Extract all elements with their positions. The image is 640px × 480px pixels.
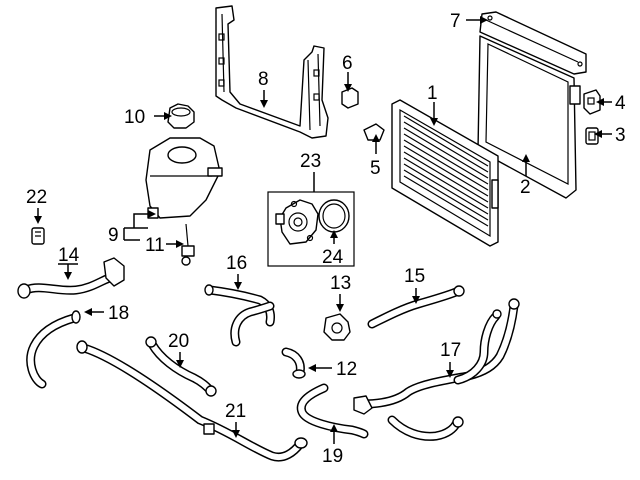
callout-20: 20 xyxy=(168,331,189,352)
part-16-hose xyxy=(204,284,275,347)
part-5-clip xyxy=(363,123,385,141)
part-22-connector xyxy=(31,227,45,245)
part-12-hose xyxy=(281,347,306,379)
callout-4: 4 xyxy=(615,93,626,114)
part-1-radiator xyxy=(391,99,499,247)
part-2-condenser xyxy=(477,35,581,199)
callout-1: 1 xyxy=(427,83,438,104)
callout-23: 23 xyxy=(300,151,321,172)
part-18-hose xyxy=(26,310,81,389)
part-15-hose xyxy=(367,285,465,329)
callout-8: 8 xyxy=(258,69,269,90)
callout-19: 19 xyxy=(322,446,343,467)
callout-9: 9 xyxy=(108,225,119,246)
leader-lines xyxy=(34,16,612,444)
callout-2: 2 xyxy=(520,177,531,198)
callout-labels: 1 2 3 4 5 6 7 8 9 10 11 12 13 14 15 16 1… xyxy=(26,11,626,467)
callout-12: 12 xyxy=(336,359,357,380)
part-23-water-pump-box xyxy=(267,191,355,267)
callout-6: 6 xyxy=(342,53,353,74)
part-20-hose xyxy=(145,336,217,397)
part-14-hose xyxy=(17,257,125,299)
callout-22: 22 xyxy=(26,187,47,208)
callout-13: 13 xyxy=(330,273,351,294)
callout-16: 16 xyxy=(226,253,247,274)
callout-18: 18 xyxy=(108,303,129,324)
callout-7: 7 xyxy=(450,11,461,32)
part-9-expansion-tank xyxy=(145,137,223,219)
part-3-mount xyxy=(585,127,599,145)
callout-14: 14 xyxy=(58,245,80,266)
part-11-sensor xyxy=(181,223,195,266)
callout-10: 10 xyxy=(124,107,145,128)
callout-11: 11 xyxy=(145,235,165,256)
callout-21: 21 xyxy=(225,401,246,422)
part-17-pipe-assembly xyxy=(353,298,520,441)
part-4-mount xyxy=(583,89,601,115)
callout-15: 15 xyxy=(404,266,425,287)
part-6-clip xyxy=(341,87,359,109)
part-19-hose xyxy=(296,383,369,439)
part-21-pipe xyxy=(76,340,308,462)
callout-3: 3 xyxy=(615,125,626,146)
callout-17: 17 xyxy=(440,340,461,361)
part-7-upper-bracket xyxy=(479,11,587,75)
part-24-o-ring xyxy=(318,199,350,233)
part-10-cap xyxy=(167,103,195,129)
part-13-thermostat xyxy=(323,313,351,341)
part-8-support-frame xyxy=(215,5,329,139)
callout-24: 24 xyxy=(322,247,344,268)
callout-5: 5 xyxy=(370,158,381,179)
